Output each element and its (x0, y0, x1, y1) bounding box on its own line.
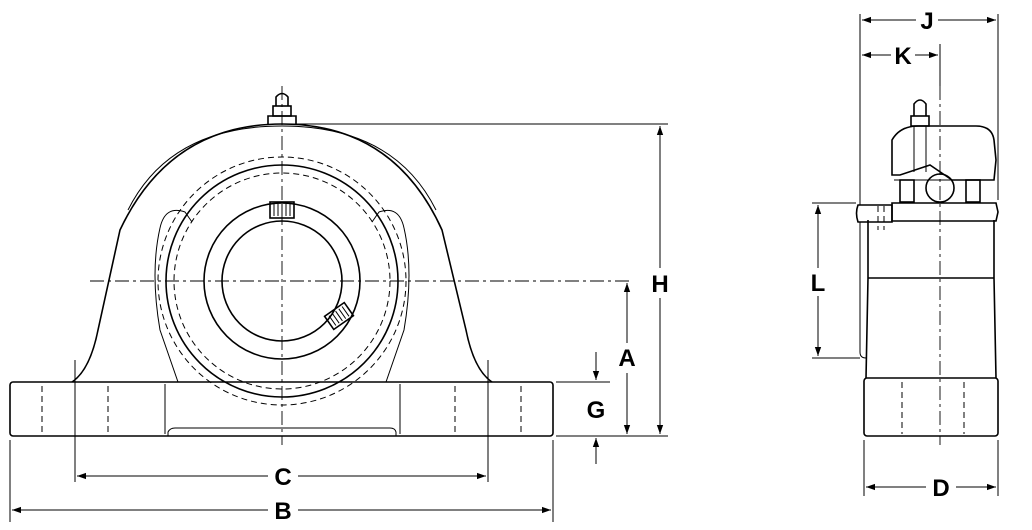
set-screw-angled (323, 301, 355, 331)
collar (855, 204, 893, 223)
inner-ring-section (891, 202, 999, 222)
front-view: H A G C B (9, 86, 669, 525)
side-base (863, 377, 999, 437)
dimension-label-c: C (274, 464, 291, 491)
dimension-label-h: H (651, 271, 668, 298)
dimension-label-a: A (618, 345, 635, 372)
dimension-label-j: J (920, 8, 933, 35)
dimension-label-b: B (274, 498, 291, 525)
side-grease-fitting (910, 99, 930, 172)
dimension-label-l: L (811, 270, 826, 297)
housing-inner-arc (127, 125, 437, 211)
side-view: J K L D (811, 8, 999, 502)
dimension-label-d: D (932, 475, 949, 502)
side-pedestal (865, 277, 997, 379)
dimension-label-g: G (587, 397, 606, 424)
base-relief (167, 427, 397, 436)
housing-section (891, 125, 997, 181)
dimension-label-k: K (894, 43, 912, 70)
base-plate (9, 381, 554, 437)
